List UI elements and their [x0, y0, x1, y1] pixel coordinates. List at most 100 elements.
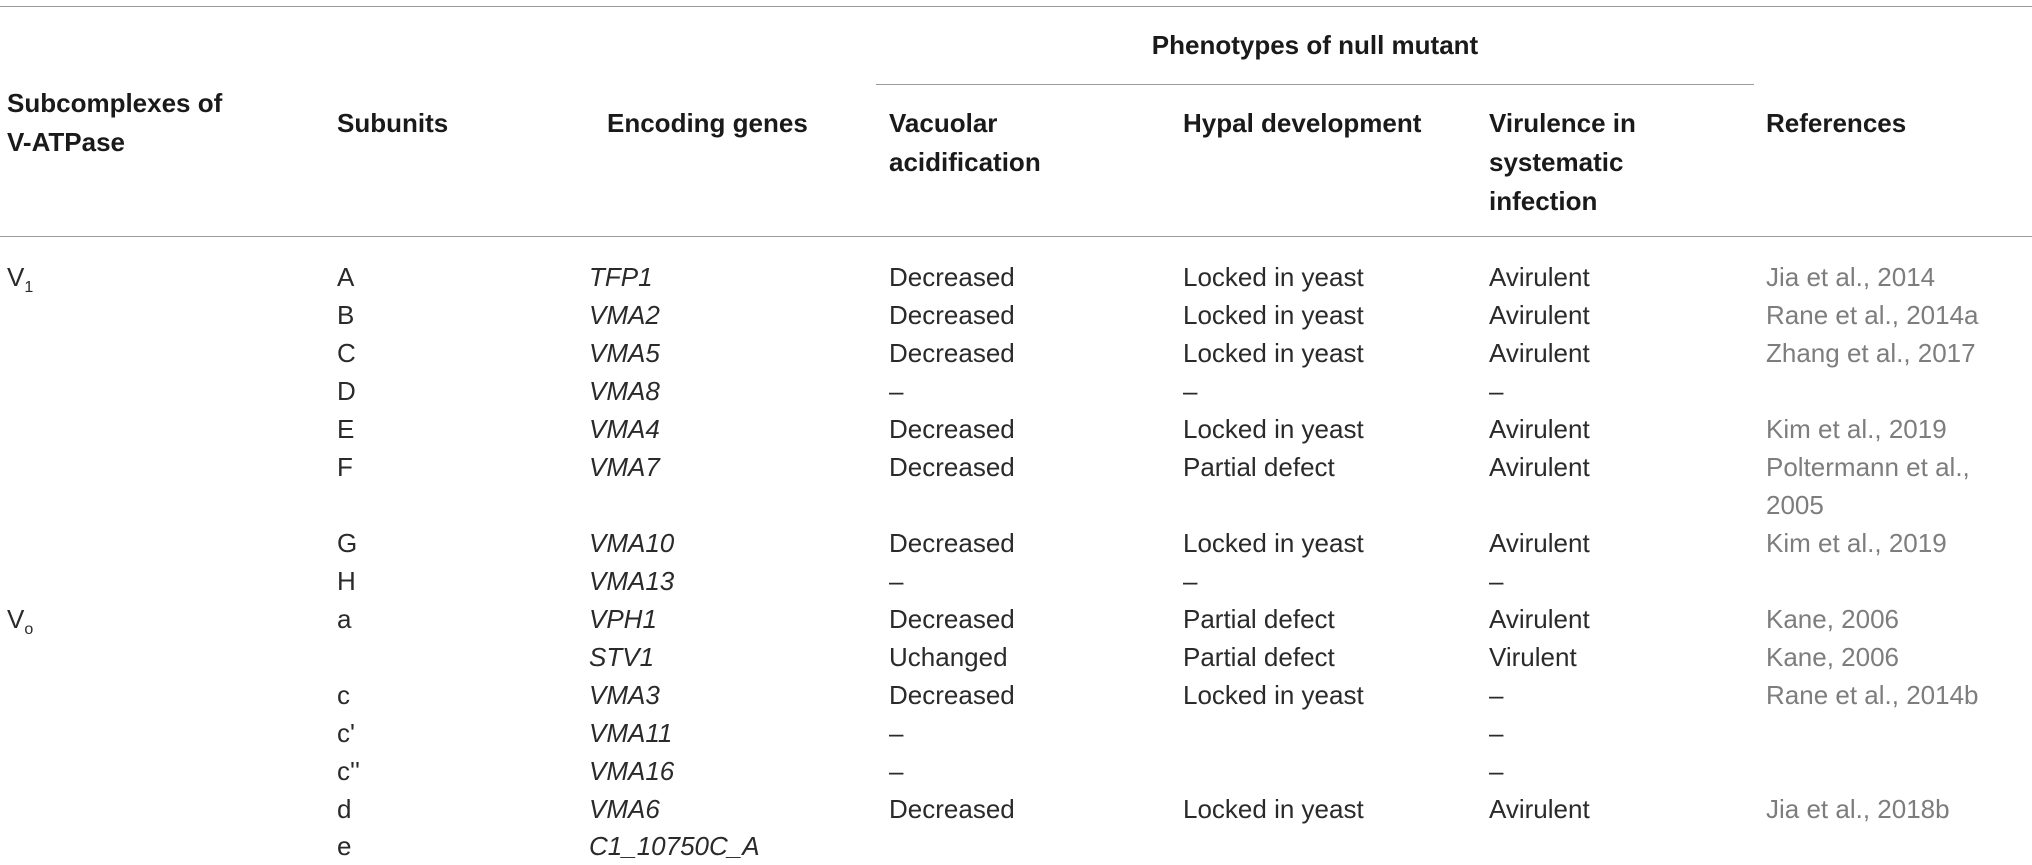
cell-vacuolar: Decreased: [889, 262, 1015, 292]
header-hyphal-development: Hypal development: [1183, 108, 1422, 138]
phenotype-group-rule: [876, 84, 1754, 85]
cell-virulence: Avirulent: [1489, 604, 1590, 634]
cell-gene: VMA5: [589, 338, 660, 368]
cell-virulence: Avirulent: [1489, 262, 1590, 292]
subcomplex-label: V: [7, 604, 25, 634]
header-subcomplex-line2: V-ATPase: [7, 127, 126, 157]
cell-hyphal: Locked in yeast: [1183, 262, 1364, 292]
header-virulence-line1: Virulence in: [1489, 108, 1636, 138]
cell-gene: VMA10: [589, 528, 675, 558]
cell-subunit: G: [337, 528, 358, 558]
cell-vacuolar: Decreased: [889, 338, 1015, 368]
cell-reference: Rane et al., 2014a: [1766, 300, 1979, 330]
cell-subunit: a: [337, 604, 352, 634]
cell-subunit: D: [337, 376, 356, 406]
header-vacuolar-line2: acidification: [889, 147, 1041, 177]
subcomplex-subscript: 1: [24, 279, 34, 296]
header-bottom-rule: [0, 236, 2032, 237]
cell-hyphal: Locked in yeast: [1183, 414, 1364, 444]
cell-virulence: Avirulent: [1489, 300, 1590, 330]
cell-gene: STV1: [589, 642, 655, 672]
subcomplex-subscript: o: [24, 621, 34, 638]
cell-hyphal: Locked in yeast: [1183, 528, 1364, 558]
cell-vacuolar: –: [889, 756, 904, 786]
cell-hyphal: Locked in yeast: [1183, 338, 1364, 368]
header-subunits: Subunits: [337, 108, 449, 138]
header-vacuolar-line1: Vacuolar: [889, 108, 998, 138]
cell-virulence: Avirulent: [1489, 528, 1590, 558]
cell-virulence: –: [1489, 718, 1504, 748]
cell-vacuolar: Decreased: [889, 452, 1015, 482]
cell-vacuolar: Decreased: [889, 794, 1015, 824]
cell-vacuolar: Decreased: [889, 680, 1015, 710]
cell-reference: Jia et al., 2018b: [1766, 794, 1950, 824]
cell-hyphal: –: [1183, 376, 1198, 406]
cell-subunit: H: [337, 566, 356, 596]
cell-subunit: d: [337, 794, 352, 824]
cell-hyphal: Locked in yeast: [1183, 794, 1364, 824]
cell-vacuolar: –: [889, 376, 904, 406]
cell-vacuolar: –: [889, 718, 904, 748]
phenotype-group-header: Phenotypes of null mutant: [1151, 30, 1479, 60]
cell-gene: TFP1: [589, 262, 653, 292]
cell-reference: Poltermann et al.,: [1766, 452, 1970, 482]
cell-hyphal: Locked in yeast: [1183, 300, 1364, 330]
cell-reference: Kane, 2006: [1766, 642, 1900, 672]
cell-subunit: c: [337, 680, 350, 710]
header-vacuolar-acidification: Vacuolar acidification: [889, 104, 1041, 182]
cell-virulence: –: [1489, 376, 1504, 406]
cell-gene: VMA2: [589, 300, 660, 330]
header-encoding-genes: Encoding genes: [607, 108, 808, 138]
subcomplex-label: V: [7, 262, 25, 292]
cell-hyphal: Partial defect: [1183, 642, 1335, 672]
cell-virulence: Avirulent: [1489, 794, 1590, 824]
cell-virulence: –: [1489, 680, 1504, 710]
cell-reference: Jia et al., 2014: [1766, 262, 1936, 292]
cell-subunit: A: [337, 262, 355, 292]
cell-vacuolar: Decreased: [889, 414, 1015, 444]
cell-gene: VMA13: [589, 566, 675, 596]
cell-gene: VMA3: [589, 680, 660, 710]
cell-gene: VMA4: [589, 414, 660, 444]
cell-hyphal: –: [1183, 566, 1198, 596]
cell-reference: Kane, 2006: [1766, 604, 1900, 634]
cell-vacuolar: –: [889, 566, 904, 596]
cell-hyphal: Partial defect: [1183, 604, 1335, 634]
cell-subunit: B: [337, 300, 355, 330]
cell-vacuolar: Decreased: [889, 604, 1015, 634]
cell-gene: VPH1: [589, 604, 657, 634]
header-subcomplex-line1: Subcomplexes of: [7, 88, 223, 118]
cell-subunit: F: [337, 452, 353, 482]
cell-reference: Rane et al., 2014b: [1766, 680, 1979, 710]
cell-vacuolar: Uchanged: [889, 642, 1008, 672]
cell-vacuolar: Decreased: [889, 300, 1015, 330]
cell-virulence: Avirulent: [1489, 452, 1590, 482]
top-rule: [0, 6, 2032, 7]
cell-virulence: Avirulent: [1489, 338, 1590, 368]
cell-reference: Kim et al., 2019: [1766, 528, 1947, 558]
cell-gene: VMA11: [589, 718, 673, 748]
cell-subcomplex: Vo: [7, 600, 33, 649]
cell-hyphal: Locked in yeast: [1183, 680, 1364, 710]
cell-virulence: Avirulent: [1489, 414, 1590, 444]
header-virulence-line2: systematic: [1489, 147, 1624, 177]
cell-subunit: E: [337, 414, 355, 444]
cell-virulence: –: [1489, 566, 1504, 596]
cell-subunit: e: [337, 831, 352, 861]
cell-virulence: Virulent: [1489, 642, 1577, 672]
cell-reference: Kim et al., 2019: [1766, 414, 1947, 444]
cell-subunit: c'': [337, 756, 360, 786]
header-virulence: Virulence in systematic infection: [1489, 104, 1636, 221]
cell-virulence: –: [1489, 756, 1504, 786]
header-virulence-line3: infection: [1489, 186, 1598, 216]
cell-hyphal: Partial defect: [1183, 452, 1335, 482]
cell-subcomplex: V1: [7, 258, 33, 307]
cell-reference-continued: 2005: [1766, 490, 1824, 520]
header-references: References: [1766, 108, 1907, 138]
cell-vacuolar: Decreased: [889, 528, 1015, 558]
cell-gene: VMA16: [589, 756, 675, 786]
cell-gene: VMA6: [589, 794, 660, 824]
cell-subunit: c': [337, 718, 355, 748]
header-subcomplex: Subcomplexes of V-ATPase: [7, 84, 222, 162]
cell-gene: C1_10750C_A: [589, 831, 760, 861]
